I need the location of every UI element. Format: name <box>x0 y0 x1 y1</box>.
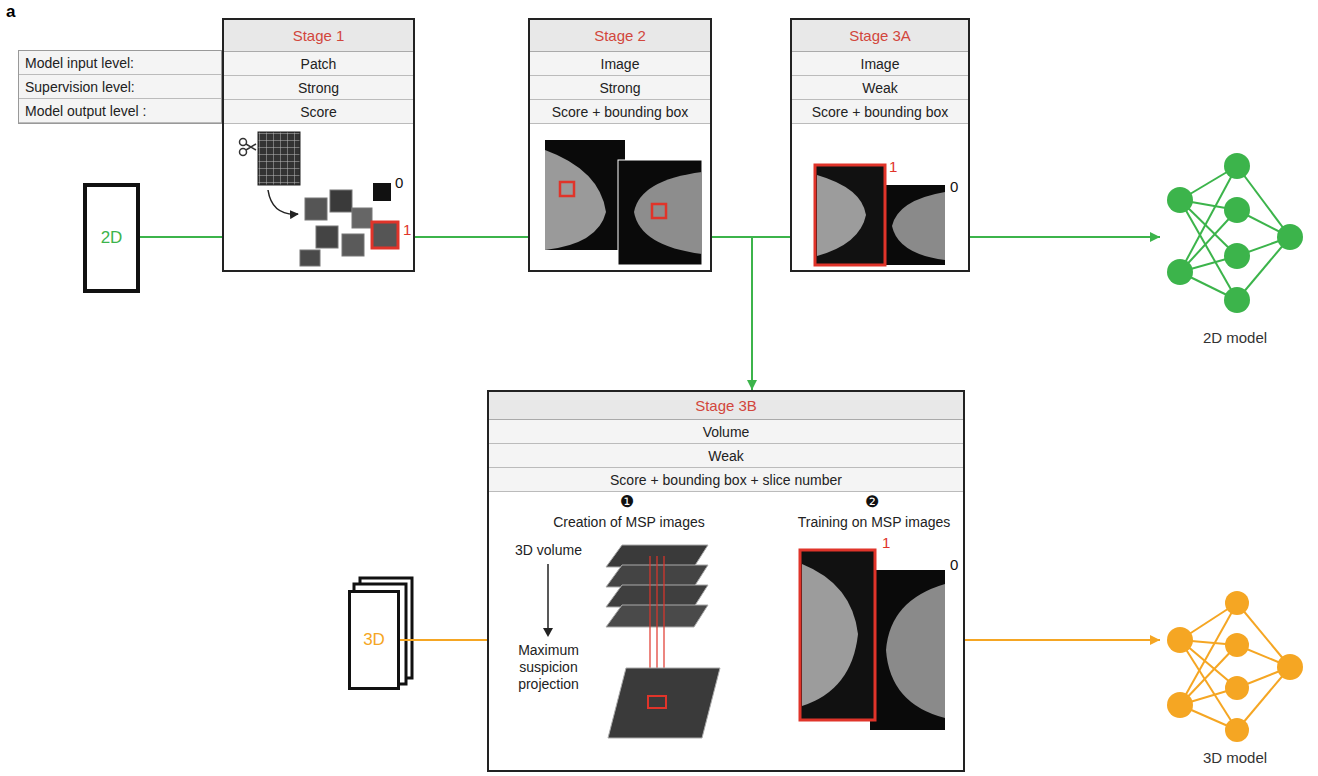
projection-image <box>608 668 720 738</box>
callout-number: 1 <box>889 158 897 175</box>
table-cell: Weak <box>792 76 968 100</box>
table-cell: Strong <box>224 76 413 100</box>
stage-box: Stage 3AImageWeakScore + bounding box <box>790 18 970 272</box>
network-icon <box>1180 166 1290 300</box>
model-label: 3D model <box>1160 748 1310 768</box>
panel-letter: a <box>6 2 15 22</box>
network-icon <box>1180 603 1290 730</box>
input-box: 2D <box>83 183 140 293</box>
mammogram-images <box>815 165 945 265</box>
callout-number: 0 <box>950 556 958 573</box>
step-text: 3D volume <box>501 542 596 559</box>
model-label: 2D model <box>1160 328 1310 348</box>
table-cell: Volume <box>489 420 963 444</box>
stage-title: Stage 1 <box>224 20 413 52</box>
table-cell: Score + bounding box + slice number <box>489 468 963 492</box>
projection-marker <box>648 696 666 708</box>
table-cell: Patch <box>224 52 413 76</box>
patch-grid <box>258 132 300 185</box>
arrow-down <box>543 564 553 637</box>
stage-box: Stage 2ImageStrongScore + bounding box <box>528 18 712 272</box>
connector <box>415 236 528 238</box>
model-icon: 3D model <box>1160 590 1310 772</box>
callout-number: 1 <box>403 221 411 238</box>
table-cell: Supervision level: <box>19 75 221 99</box>
table-cell: Score <box>224 100 413 124</box>
callout-number: 0 <box>950 178 958 195</box>
msp-images <box>800 550 945 730</box>
table-cell: Score + bounding box <box>530 100 710 124</box>
table-cell: Weak <box>489 444 963 468</box>
model-icon: 2D model <box>1160 150 1310 350</box>
connector <box>400 639 487 641</box>
step-text: Maximum suspicion projection <box>501 642 596 692</box>
connector <box>140 236 222 238</box>
table-cell: Image <box>792 52 968 76</box>
step-text: Training on MSP images <box>789 514 959 531</box>
stage-title: Stage 3B <box>489 392 963 420</box>
stage-title: Stage 3A <box>792 20 968 52</box>
callout-number: 1 <box>882 534 890 551</box>
level-table: Model input level:Supervision level:Mode… <box>18 50 222 124</box>
callout-number: 0 <box>395 174 403 191</box>
table-cell: Model input level: <box>19 51 221 75</box>
input-label: 2D <box>87 187 136 289</box>
table-cell: Strong <box>530 76 710 100</box>
scissors-symbol <box>240 139 257 156</box>
callout-number: ❷ <box>865 493 879 511</box>
image-patches <box>300 182 398 266</box>
input-label: 3D <box>351 593 397 687</box>
stage-box: Stage 3BVolumeWeakScore + bounding box +… <box>487 390 965 772</box>
mammogram-images <box>545 140 702 265</box>
table-cell: Score + bounding box <box>792 100 968 124</box>
connector <box>965 639 1160 641</box>
stage-title: Stage 2 <box>530 20 710 52</box>
connector <box>712 237 752 390</box>
table-cell: Image <box>530 52 710 76</box>
network-icon <box>1167 591 1303 742</box>
step-text: Creation of MSP images <box>544 514 714 531</box>
callout-number: ❶ <box>620 493 634 511</box>
table-cell: Model output level : <box>19 99 221 123</box>
curved-arrow <box>268 190 298 214</box>
network-icon <box>1167 153 1303 313</box>
connector <box>970 236 1160 238</box>
input-box: 3D <box>348 590 400 690</box>
stage-box: Stage 1PatchStrongScore <box>222 18 415 272</box>
